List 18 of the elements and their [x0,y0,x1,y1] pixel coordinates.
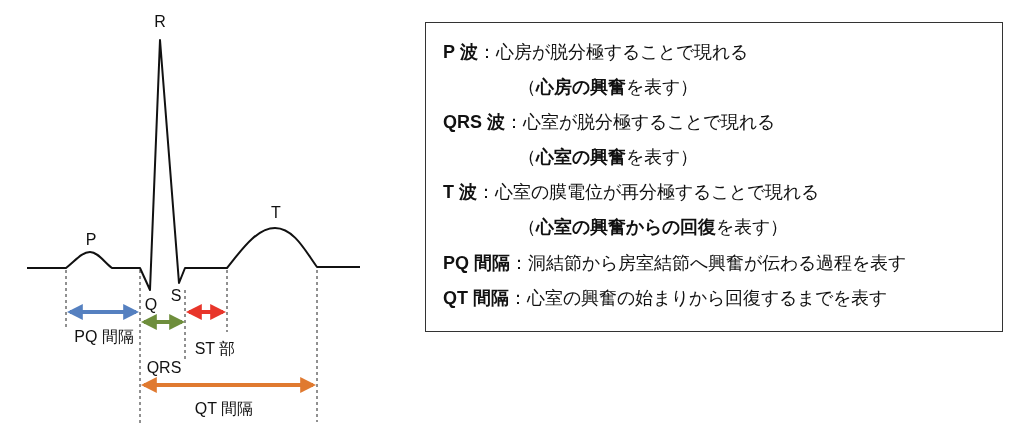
interval-label: ST 部 [194,341,236,357]
interval-label: PQ 間隔 [74,329,134,345]
text-box [425,22,1003,332]
definition-text: （心房の興奮を表す） [518,78,698,96]
definition-text: QRS 波：心室が脱分極することで現れる [443,113,775,131]
definition-text: P 波：心房が脱分極することで現れる [443,43,748,61]
interval-label: QT 間隔 [194,401,254,417]
wave-label: Q [144,297,158,313]
wave-label: S [170,288,182,304]
definition-text: T 波：心室の膜電位が再分極することで現れる [443,183,819,201]
wave-label: R [154,14,166,30]
definition-text: （心室の興奮からの回復を表す） [518,218,788,236]
definition-text: （心室の興奮を表す） [518,148,698,166]
wave-label: T [271,205,281,221]
wave-label: P [85,232,97,248]
definition-text: QT 間隔：心室の興奮の始まりから回復するまでを表す [443,289,887,307]
interval-label: QRS [146,360,182,376]
definition-text: PQ 間隔：洞結節から房室結節へ興奮が伝わる過程を表す [443,254,906,272]
